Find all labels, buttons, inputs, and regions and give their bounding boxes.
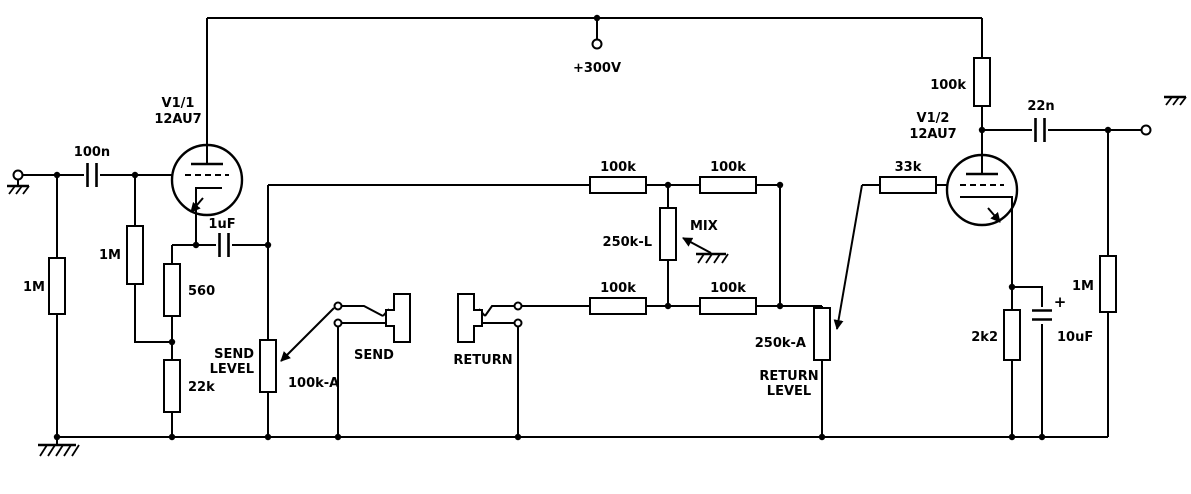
resistor-22k bbox=[163, 359, 181, 413]
pot-mix bbox=[659, 207, 712, 261]
label-grid-stopper: 33k bbox=[895, 160, 922, 175]
supply-terminal bbox=[591, 38, 603, 50]
tube-v1-2-electrodes bbox=[960, 172, 1004, 223]
jack-send bbox=[333, 293, 411, 343]
label-tube2-name: V1/2 bbox=[917, 111, 950, 126]
ground-output-icon bbox=[1164, 95, 1187, 106]
jack-sleeve-terminal bbox=[333, 318, 343, 328]
resistor-output-1M bbox=[1099, 255, 1117, 313]
label-output-resistor: 1M bbox=[1072, 279, 1094, 294]
wiper-arrow-icon bbox=[682, 237, 712, 254]
label-input-resistor: 1M bbox=[23, 280, 45, 295]
label-mix-resistor-4: 100k bbox=[710, 281, 746, 296]
cathode-arrow-icon bbox=[190, 197, 204, 213]
label-coupling-cap: 1uF bbox=[208, 217, 235, 232]
jack-tip-terminal bbox=[333, 301, 343, 311]
label-mix: MIX bbox=[690, 219, 718, 234]
resistor-mix-100k-3 bbox=[589, 297, 647, 315]
label-output-cap: 22n bbox=[1027, 99, 1054, 114]
label-bypass-cap: 10uF bbox=[1057, 330, 1093, 345]
wiper-arrow-icon bbox=[280, 307, 335, 362]
jack-tip-terminal bbox=[513, 301, 523, 311]
label-return-level-1: RETURN bbox=[759, 369, 818, 384]
label-send-jack: SEND bbox=[354, 348, 394, 363]
junction-dots bbox=[53, 14, 1112, 441]
pot-return-level bbox=[813, 184, 863, 361]
jack-sleeve-terminal bbox=[513, 318, 523, 328]
resistor-mix-100k-4 bbox=[699, 297, 757, 315]
jack-return bbox=[457, 293, 523, 343]
label-send-level-2: LEVEL bbox=[210, 362, 254, 377]
ground-main-icon bbox=[38, 443, 80, 457]
tube-v1-1-electrodes bbox=[185, 162, 229, 213]
label-return-jack: RETURN bbox=[453, 353, 512, 368]
label-grid-resistor: 1M bbox=[99, 248, 121, 263]
label-cathode-resistor-3: 2k2 bbox=[971, 330, 998, 345]
resistor-grid-1M bbox=[126, 225, 144, 285]
label-send-pot: 100k-A bbox=[288, 376, 339, 391]
label-tube2-type: 12AU7 bbox=[909, 127, 956, 142]
label-return-level-2: LEVEL bbox=[767, 384, 811, 399]
input-terminal bbox=[12, 169, 24, 181]
cap-10uF bbox=[1029, 307, 1055, 324]
cap-22n bbox=[1032, 115, 1048, 145]
ground-input-icon bbox=[7, 184, 30, 195]
label-bypass-polarity: + bbox=[1054, 293, 1067, 311]
ground-mix-icon bbox=[696, 252, 729, 264]
resistor-2k2 bbox=[1003, 309, 1021, 361]
label-return-pot: 250k-A bbox=[755, 336, 806, 351]
label-input-cap: 100n bbox=[74, 145, 110, 160]
resistor-plate-100k bbox=[973, 57, 991, 107]
pot-send-level bbox=[259, 307, 335, 393]
resistor-mix-100k-1 bbox=[589, 176, 647, 194]
label-send-level-1: SEND bbox=[214, 347, 254, 362]
label-supply: +300V bbox=[573, 61, 621, 76]
output-terminal bbox=[1140, 124, 1152, 136]
cathode-arrow-icon bbox=[987, 207, 1001, 223]
label-plate-resistor: 100k bbox=[930, 78, 966, 93]
label-mix-resistor-1: 100k bbox=[600, 160, 636, 175]
label-cathode-resistor-2: 22k bbox=[188, 380, 215, 395]
jack-body-icon bbox=[457, 293, 483, 343]
resistor-560 bbox=[163, 263, 181, 317]
label-cathode-resistor-1: 560 bbox=[188, 284, 215, 299]
label-mix-resistor-2: 100k bbox=[710, 160, 746, 175]
label-tube1-type: 12AU7 bbox=[154, 112, 201, 127]
cap-1uF bbox=[216, 230, 232, 260]
resistor-mix-100k-2 bbox=[699, 176, 757, 194]
jack-body-icon bbox=[385, 293, 411, 343]
label-tube1-name: V1/1 bbox=[162, 96, 195, 111]
resistor-input-1M bbox=[48, 257, 66, 315]
resistor-33k bbox=[879, 176, 937, 194]
label-mix-pot: 250k-L bbox=[603, 235, 652, 250]
cap-100n bbox=[84, 160, 100, 190]
wiper-arrow-icon bbox=[833, 184, 863, 330]
label-mix-resistor-3: 100k bbox=[600, 281, 636, 296]
labels: +300V 100n 1M 1M V1/1 12AU7 1uF 560 22k … bbox=[23, 61, 1094, 399]
